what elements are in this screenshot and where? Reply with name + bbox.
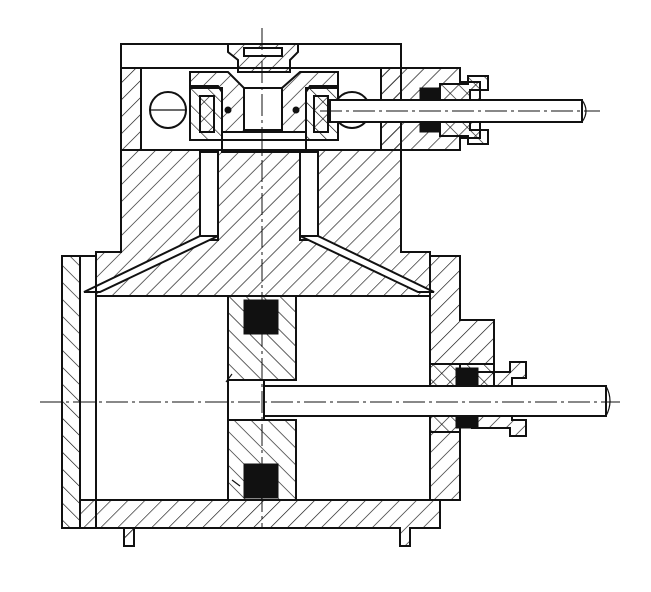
left-seal-housing — [149, 87, 232, 141]
cylinder-body — [61, 255, 495, 547]
upper-housing-block — [83, 149, 435, 297]
top-nozzle-fitting — [189, 43, 339, 133]
piston-rod — [263, 385, 607, 417]
lower-piston-seal — [243, 463, 279, 499]
upper-piston-seal — [243, 299, 279, 335]
